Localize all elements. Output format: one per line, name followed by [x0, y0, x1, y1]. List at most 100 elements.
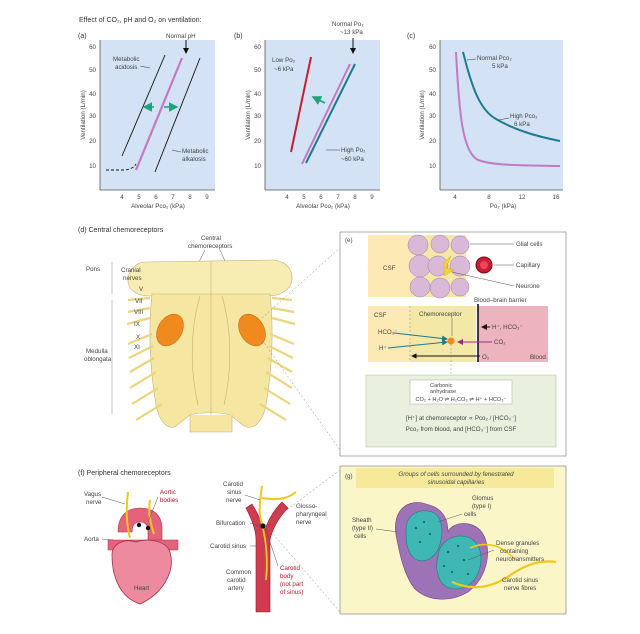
chart-a-ylabel: Ventilation (L/min) [80, 90, 87, 140]
x-tick: 8 [188, 194, 192, 201]
chart-a-xticks: 4 5 6 7 8 9 [120, 194, 209, 201]
low-po2-line [290, 56, 312, 153]
label-glosso-1: Glosso- [296, 503, 317, 510]
label-heart: Heart [134, 585, 149, 592]
x-tick: 4 [285, 194, 289, 201]
panel-e: (e) CSF Glial cells Capillary Neurone Bl… [339, 231, 567, 457]
y-tick: 40 [254, 91, 261, 98]
x-tick: 9 [370, 194, 374, 201]
glial-cells [407, 234, 471, 299]
glomus-cell-1 [405, 510, 443, 562]
label-glomus-3: cells [464, 511, 476, 518]
x-tick: 4 [120, 194, 124, 201]
spinal-cord [189, 415, 233, 433]
shift-arrow [311, 96, 326, 105]
label-bbb: Blood–brain barrier [474, 297, 527, 304]
panel-g: (g) Groups of cells surrounded by fenest… [339, 465, 567, 615]
vagus-nerve-left [125, 491, 131, 539]
label-cb-3: (not part [280, 581, 303, 588]
high-pco2-curve [462, 51, 561, 142]
label-dense-2: containing [500, 548, 529, 555]
csn-leader [244, 494, 261, 501]
chemoreceptor-cell [447, 337, 455, 345]
aorta-leader [101, 538, 115, 541]
label-normal-po2-1: Normal Po₂ [332, 21, 364, 28]
x-tick: 7 [171, 194, 175, 201]
figure-title: Effect of CO₂, pH and O₂ on ventilation: [79, 17, 201, 24]
label-csf-mid: CSF [374, 312, 387, 319]
central-heading: (d) Central chemoreceptors [78, 227, 164, 234]
label-hplus-hco3: H⁺, HCO₃⁻ [492, 324, 523, 331]
label-csn-1: Carotid [223, 481, 244, 488]
label-aorta: Aorta [84, 536, 99, 543]
peripheral-heading: (f) Peripheral chemoreceptors [78, 470, 171, 477]
label-normal-po2-2: ~13 kPa [340, 29, 363, 36]
high-pco2-leader [498, 117, 510, 121]
vagus-leader [101, 496, 126, 505]
label-csnf-2: nerve fibres [504, 585, 536, 592]
label-central-chemo-1: Central [201, 235, 221, 242]
x-tick: 9 [205, 194, 209, 201]
aortic-body [145, 525, 151, 531]
label-hco3: HCO₃⁻ [378, 329, 398, 336]
sheath-leader [375, 528, 399, 533]
equation: CO₂ + H₂O ⇌ H₂CO₃ ⇌ H⁺ + HCO₃⁻ [416, 396, 507, 403]
label-alkalosis-2: alkalosis [182, 156, 206, 163]
label-pons: Pons [86, 266, 100, 273]
label-medulla-1: Medulla [86, 348, 108, 355]
acidosis-leader [139, 65, 151, 69]
y-tick: 50 [254, 67, 261, 74]
chart-b-xlabel: Alveolar Pco₂ (kPa) [296, 203, 350, 210]
equation-inner [409, 379, 513, 405]
chart-c-letter: (c) [407, 33, 415, 40]
chart-b-plot-area [265, 40, 380, 190]
x-tick: 8 [487, 194, 491, 201]
y-tick: 60 [254, 44, 261, 51]
pyramid-left [191, 295, 201, 406]
nerve-fibre-branch [469, 543, 517, 561]
y-tick: 40 [89, 91, 96, 98]
zoom-line-top [261, 247, 341, 319]
pyramid-right [221, 295, 231, 406]
hco3-arrow [393, 332, 448, 342]
x-tick: 8 [353, 194, 357, 201]
note-1: [H⁺] at chemoreceptor ∝ Pco₂ / [HCO₃⁻] [406, 415, 516, 422]
cb-leader [265, 529, 279, 567]
y-tick: 30 [429, 113, 436, 120]
label-high-po2-1: High Po₂ [341, 147, 366, 154]
label-high-pco2-1: High Pco₂ [510, 113, 538, 120]
label-glomus-2: (type I) [472, 503, 491, 510]
chart-c: (c) 10 20 30 40 50 60 4 8 12 16 Po₂ (kPa… [407, 33, 563, 210]
chart-c-yticks: 10 20 30 40 50 60 [429, 44, 436, 170]
label-carotid-sinus: Carotid sinus [210, 543, 246, 550]
label-hplus: H⁺ [379, 345, 387, 352]
high-po2-line [305, 63, 356, 164]
label-aortic-1: Aortic [160, 489, 176, 496]
nerve-roots [126, 296, 296, 421]
label-cb-1: Carotid [280, 565, 301, 572]
chart-b-ylabel: Ventilation (L/min) [245, 90, 252, 140]
neurone-leader [451, 271, 515, 287]
baseline-dashed [106, 163, 137, 171]
label-csf-top: CSF [383, 265, 396, 272]
label-blood: Blood [530, 354, 546, 361]
label-co2: CO₂ [494, 339, 506, 346]
label-cb-2: body [280, 573, 294, 580]
normal-pco2-curve [455, 51, 561, 167]
label-low-po2-1: Low Po₂ [272, 57, 296, 64]
label-glomus-1: Glomus [472, 495, 493, 502]
label-normal-ph: Normal pH [166, 33, 196, 40]
label-acidosis-1: Metabolic [113, 56, 139, 63]
x-tick: 6 [154, 194, 158, 201]
label-high-pco2-2: 6 kPa [514, 121, 530, 128]
y-tick: 60 [89, 44, 96, 51]
bifurcation-leader [249, 522, 261, 527]
chart-a-yticks: 10 20 30 40 50 60 [89, 44, 96, 170]
label-dense-1: Dense granules [496, 540, 539, 547]
label-sheath-2: (type II) [352, 525, 373, 532]
x-tick: 16 [553, 194, 560, 201]
peripheral-chemoreceptors: (f) Peripheral chemoreceptors Vagus nerv… [78, 469, 341, 613]
banner-line-1: Groups of cells surrounded by fenestrate… [398, 471, 514, 478]
y-tick: 50 [89, 67, 96, 74]
label-normal-pco2-1: Normal Pco₂ [477, 55, 512, 62]
